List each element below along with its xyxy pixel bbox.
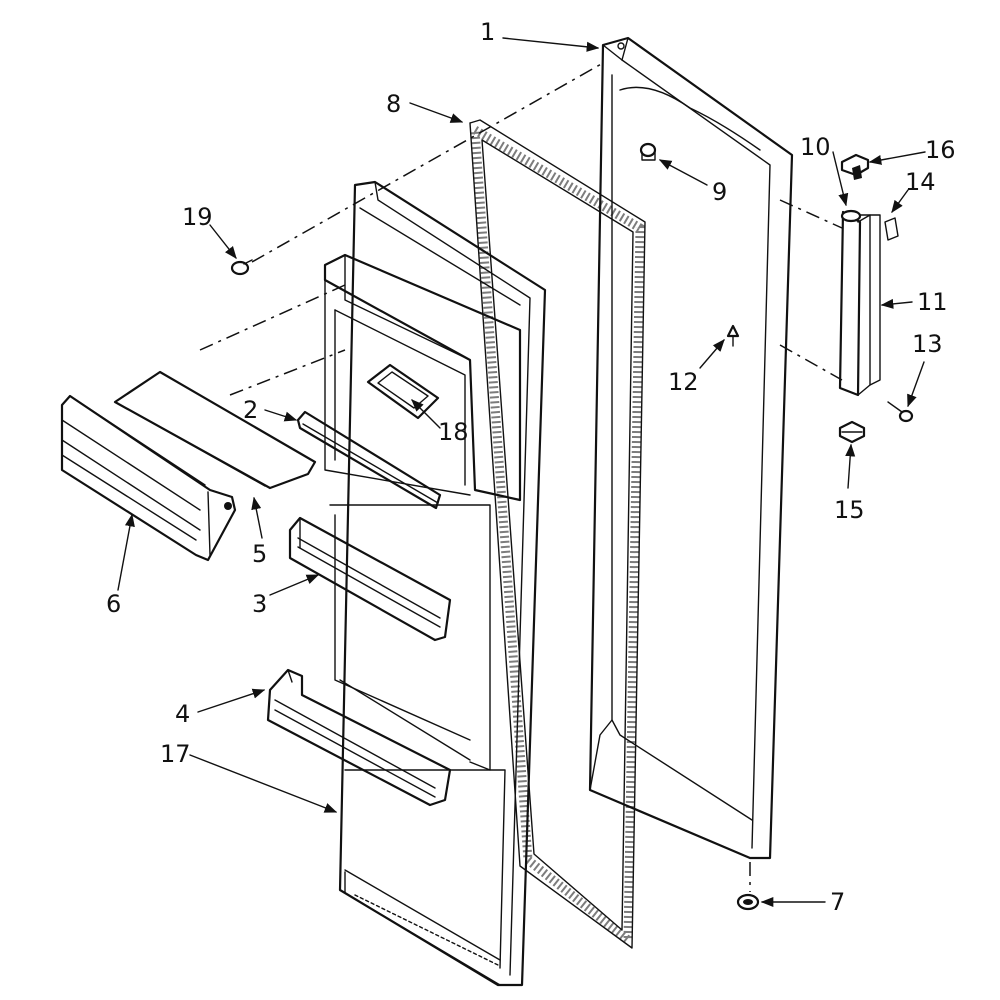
label-part-11: 11 — [917, 288, 948, 316]
label-part-6: 6 — [106, 590, 121, 618]
label-part-18: 18 — [438, 418, 469, 446]
assembly-lines — [199, 62, 843, 892]
label-part-7: 7 — [830, 888, 845, 916]
top-bushing — [840, 153, 870, 180]
middle-door-shelf — [288, 516, 452, 642]
label-part-9: 9 — [712, 178, 727, 206]
dispenser-top-tray — [113, 370, 317, 490]
bottom-bushing — [838, 420, 866, 444]
label-part-12: 12 — [668, 368, 699, 396]
inner-door-liner — [323, 180, 547, 987]
door-screw — [726, 324, 740, 347]
bottom-cap — [736, 893, 760, 911]
label-part-2: 2 — [243, 396, 258, 424]
label-part-19: 19 — [182, 203, 213, 231]
shelf-rail — [296, 410, 442, 510]
hinge-screw — [887, 401, 914, 423]
upper-hinge-pin — [639, 142, 657, 161]
label-part-10: 10 — [800, 133, 831, 161]
part-labels: 1 8 9 10 16 14 11 13 12 15 7 19 2 18 5 6… — [106, 18, 956, 916]
dispenser-recess — [366, 363, 440, 420]
label-part-15: 15 — [834, 496, 865, 524]
door-gasket — [469, 119, 646, 950]
label-part-5: 5 — [252, 540, 267, 568]
outer-door-panel — [588, 36, 794, 860]
label-part-4: 4 — [175, 700, 190, 728]
dispenser-cover — [60, 394, 237, 562]
label-part-8: 8 — [386, 90, 401, 118]
label-part-1: 1 — [480, 18, 495, 46]
label-part-3: 3 — [252, 590, 267, 618]
leader-arrows — [117, 37, 926, 908]
lower-door-bin — [266, 668, 452, 807]
hinge-bracket — [838, 209, 899, 397]
label-part-13: 13 — [912, 330, 943, 358]
label-part-16: 16 — [925, 136, 956, 164]
label-part-14: 14 — [905, 168, 936, 196]
label-part-17: 17 — [160, 740, 191, 768]
liner-screw — [230, 259, 253, 276]
